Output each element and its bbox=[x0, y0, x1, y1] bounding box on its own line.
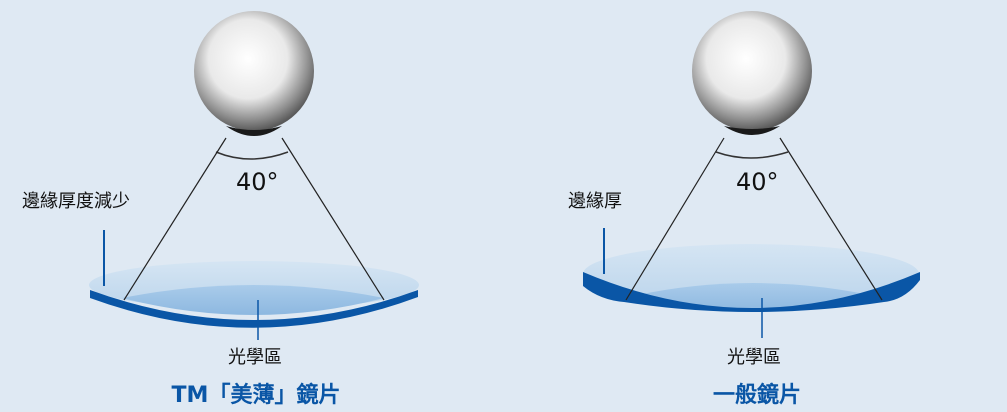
left-angle-label: 40° bbox=[236, 168, 279, 196]
right-angle-label: 40° bbox=[736, 168, 779, 196]
left-lens-group bbox=[89, 11, 419, 340]
right-lens-edge bbox=[583, 272, 920, 312]
right-edge-label: 邊緣厚 bbox=[568, 191, 622, 212]
left-view-line-a bbox=[123, 137, 227, 301]
right-lens-group bbox=[583, 11, 920, 338]
right-eye-icon bbox=[692, 11, 812, 135]
left-lens-edge bbox=[90, 290, 418, 328]
right-angle-arc bbox=[715, 151, 789, 159]
left-zone-label: 光學區 bbox=[228, 347, 282, 368]
left-edge-label: 邊緣厚度減少 bbox=[22, 191, 130, 212]
left-title: TM「美薄」鏡片 bbox=[171, 383, 341, 408]
left-eye-icon bbox=[194, 11, 314, 136]
left-angle-arc bbox=[215, 151, 289, 160]
right-view-line-a bbox=[625, 137, 725, 301]
right-view-line-b bbox=[779, 137, 883, 301]
right-title: 一般鏡片 bbox=[712, 383, 802, 408]
left-optical-zone bbox=[122, 285, 384, 315]
left-view-line-b bbox=[281, 137, 385, 301]
right-zone-label: 光學區 bbox=[727, 347, 781, 368]
